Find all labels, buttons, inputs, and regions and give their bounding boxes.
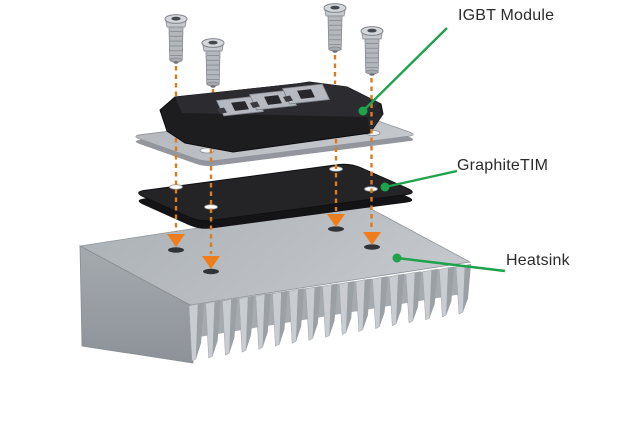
assembly-arrow-icon bbox=[327, 214, 345, 227]
label-igbt-module: IGBT Module bbox=[458, 7, 554, 24]
terminal-notch bbox=[217, 107, 227, 114]
heatsink-mounting-hole bbox=[364, 244, 380, 250]
assembly-arrow-icon bbox=[363, 232, 381, 245]
screw-guide-line-right bbox=[363, 78, 381, 245]
leader-dot-igbt-module bbox=[358, 106, 368, 116]
annotations: IGBT Module GraphiteTIM Heatsink bbox=[358, 7, 571, 273]
igbt-module bbox=[159, 81, 384, 153]
terminal-hole bbox=[231, 101, 249, 111]
label-heatsink: Heatsink bbox=[506, 252, 571, 269]
module-right-face bbox=[367, 103, 383, 133]
terminal-hole bbox=[297, 89, 315, 99]
screw bbox=[323, 3, 347, 53]
leader-dot-heatsink bbox=[392, 253, 402, 263]
heatsink-fins bbox=[188, 264, 471, 362]
heatsink-left-face bbox=[79, 245, 194, 364]
leader-line-heatsink bbox=[396, 256, 506, 273]
graphite-tim bbox=[138, 163, 413, 229]
screw bbox=[201, 38, 225, 88]
module-terminals bbox=[215, 83, 331, 117]
heatsink-mounting-hole bbox=[328, 226, 344, 232]
heatsink bbox=[78, 202, 472, 364]
assembly-arrow-icon bbox=[167, 234, 185, 247]
terminal-notch bbox=[283, 95, 293, 102]
heatsink-mounting-hole bbox=[203, 268, 219, 275]
screw-guide-lines bbox=[167, 55, 345, 269]
terminal-hole bbox=[264, 95, 282, 105]
tim-hole bbox=[169, 184, 183, 190]
screw bbox=[164, 14, 188, 64]
label-graphite-tim: GraphiteTIM bbox=[457, 157, 548, 174]
terminal-notch bbox=[250, 101, 260, 108]
leader-line-graphite-tim bbox=[384, 169, 458, 189]
leader-dot-graphite-tim bbox=[380, 182, 390, 192]
screw bbox=[360, 26, 384, 76]
heatsink-mounting-hole bbox=[168, 247, 184, 253]
mounting-screws bbox=[164, 3, 384, 88]
assembly-arrow-icon bbox=[202, 256, 220, 269]
leader-line-igbt-module bbox=[362, 27, 448, 112]
